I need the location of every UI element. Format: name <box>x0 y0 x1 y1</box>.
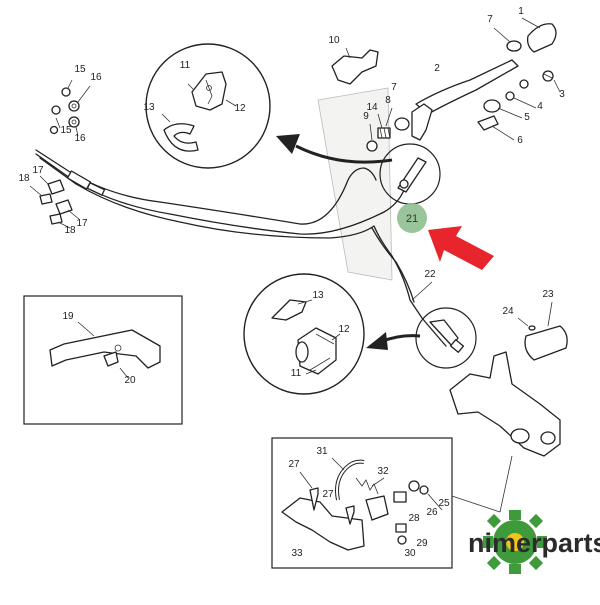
mounting-panel <box>317 87 393 281</box>
right-hardware <box>449 301 568 457</box>
pointer-arrow-top <box>276 134 393 164</box>
highlighted-callout-21[interactable]: 21 <box>397 203 427 233</box>
callout-c19[interactable]: 19 <box>62 311 74 322</box>
control-cables <box>35 149 447 347</box>
callout-c25[interactable]: 25 <box>438 498 450 509</box>
leader-bracket <box>499 455 513 513</box>
callout-c30[interactable]: 30 <box>404 548 416 559</box>
callout-c11a[interactable]: 11 <box>180 60 191 71</box>
callout-c17b[interactable]: 17 <box>76 218 88 229</box>
callout-c8[interactable]: 8 <box>385 95 391 106</box>
watermark-logo: nimerparts <box>468 510 600 574</box>
callout-c18b[interactable]: 18 <box>64 225 76 236</box>
detail-circle-middle <box>243 273 365 395</box>
callout-c28[interactable]: 28 <box>408 513 420 524</box>
callout-c2[interactable]: 2 <box>434 63 440 74</box>
callout-c9[interactable]: 9 <box>363 111 369 122</box>
callout-c7a[interactable]: 7 <box>487 14 493 25</box>
callout-c14[interactable]: 14 <box>366 102 378 113</box>
callout-c31[interactable]: 31 <box>316 446 328 457</box>
callout-c13a[interactable]: 13 <box>143 102 155 113</box>
red-indicator-arrow <box>428 226 494 270</box>
callout-c33[interactable]: 33 <box>291 548 303 559</box>
callout-c20[interactable]: 20 <box>124 375 136 386</box>
callout-c4[interactable]: 4 <box>537 101 543 112</box>
callout-c6[interactable]: 6 <box>517 135 523 146</box>
pointer-arrow-middle <box>366 332 421 350</box>
detail-circle-cable-mid <box>411 281 477 369</box>
callout-c23[interactable]: 23 <box>542 289 554 300</box>
callout-c27a[interactable]: 27 <box>288 459 300 470</box>
callout-c12b[interactable]: 12 <box>338 324 350 335</box>
callout-c16a[interactable]: 16 <box>90 72 102 83</box>
callout-c5[interactable]: 5 <box>524 112 530 123</box>
brand-name: nimerparts <box>468 528 600 558</box>
callout-21-label: 21 <box>406 213 418 225</box>
left-hardware <box>29 79 91 229</box>
callout-c16b[interactable]: 16 <box>74 133 86 144</box>
callout-c18a[interactable]: 18 <box>18 173 30 184</box>
callout-c22[interactable]: 22 <box>424 269 436 280</box>
detail-box-19-20 <box>23 295 183 425</box>
callout-c11b[interactable]: 11 <box>291 368 302 379</box>
lever-assembly <box>331 17 561 152</box>
callout-c29[interactable]: 29 <box>416 538 428 549</box>
callout-c27b[interactable]: 27 <box>322 489 334 500</box>
callout-c13b[interactable]: 13 <box>312 290 324 301</box>
callout-c24[interactable]: 24 <box>502 306 514 317</box>
callout-c10[interactable]: 10 <box>328 35 340 46</box>
detail-box-25-33 <box>271 437 453 569</box>
gear-icon <box>483 510 547 574</box>
callout-c17a[interactable]: 17 <box>32 165 44 176</box>
callout-c32[interactable]: 32 <box>377 466 389 477</box>
callout-labels: 1234567789101111121213131415151616171718… <box>18 6 565 559</box>
callout-c12a[interactable]: 12 <box>234 103 246 114</box>
callout-c15b[interactable]: 15 <box>60 125 72 136</box>
callout-c7b[interactable]: 7 <box>391 82 397 93</box>
callout-c3[interactable]: 3 <box>559 89 565 100</box>
callout-c1[interactable]: 1 <box>518 6 524 17</box>
detail-circle-top <box>145 43 271 169</box>
callout-c26[interactable]: 26 <box>426 507 438 518</box>
leader-25 <box>451 495 501 513</box>
callout-c15a[interactable]: 15 <box>74 64 86 75</box>
